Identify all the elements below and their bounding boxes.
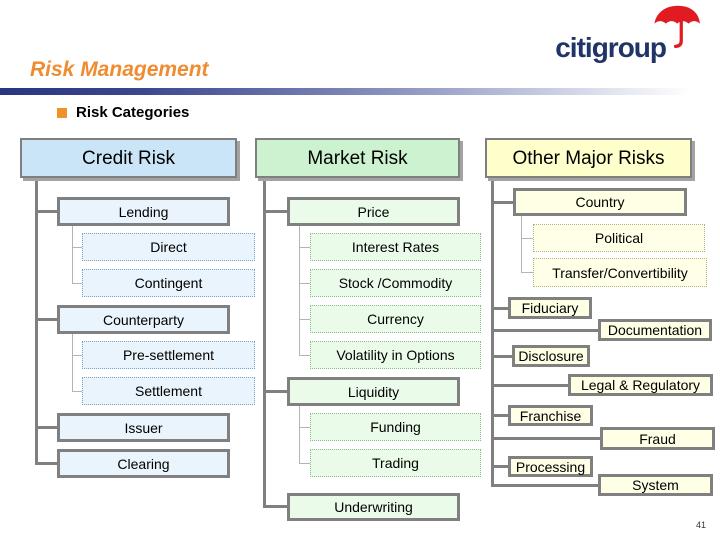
connector-line bbox=[491, 201, 514, 204]
node-legal-regulatory: Legal & Regulatory bbox=[568, 374, 713, 396]
connector-line bbox=[299, 427, 312, 428]
connector-line bbox=[35, 178, 38, 465]
node-direct: Direct bbox=[82, 233, 255, 261]
connector-line bbox=[35, 426, 60, 429]
connector-line bbox=[491, 465, 510, 468]
orange-square-bullet-icon bbox=[57, 107, 67, 118]
node-lending: Lending bbox=[57, 197, 230, 226]
connector-line bbox=[299, 355, 312, 356]
node-price: Price bbox=[287, 197, 460, 226]
connector-line bbox=[72, 226, 73, 284]
connector-line bbox=[491, 355, 514, 358]
connector-line bbox=[299, 247, 312, 248]
connector-line bbox=[521, 272, 534, 273]
node-fiduciary: Fiduciary bbox=[508, 297, 592, 319]
node-fraud: Fraud bbox=[600, 427, 715, 450]
connector-line bbox=[521, 238, 534, 239]
connector-line bbox=[299, 319, 312, 320]
connector-line bbox=[491, 437, 602, 440]
node-transfer-convertibility: Transfer/Convertibility bbox=[533, 258, 707, 287]
connector-line bbox=[299, 463, 312, 464]
node-pre-settlement: Pre-settlement bbox=[82, 341, 255, 369]
node-processing: Processing bbox=[508, 456, 593, 477]
connector-line bbox=[263, 390, 289, 393]
connector-line bbox=[263, 178, 266, 508]
page-title: Risk Management bbox=[30, 58, 209, 81]
node-contingent: Contingent bbox=[82, 269, 255, 297]
node-disclosure: Disclosure bbox=[512, 345, 590, 367]
header-other-major-risks: Other Major Risks bbox=[485, 138, 692, 178]
node-currency: Currency bbox=[310, 305, 481, 333]
connector-line bbox=[35, 318, 60, 321]
connector-line bbox=[35, 462, 60, 465]
node-underwriting: Underwriting bbox=[287, 493, 460, 521]
node-system: System bbox=[598, 474, 713, 496]
node-settlement: Settlement bbox=[82, 377, 255, 405]
connector-line bbox=[491, 484, 600, 487]
connector-line bbox=[35, 210, 60, 213]
node-counterparty: Counterparty bbox=[57, 305, 230, 334]
connector-line bbox=[72, 334, 73, 392]
connector-line bbox=[491, 384, 570, 387]
node-documentation: Documentation bbox=[598, 319, 712, 341]
node-franchise: Franchise bbox=[508, 405, 593, 426]
node-political: Political bbox=[533, 224, 705, 252]
citigroup-wordmark: citigroup bbox=[555, 32, 667, 63]
node-issuer: Issuer bbox=[57, 413, 230, 442]
connector-line bbox=[263, 505, 289, 508]
citigroup-logo: citigroup bbox=[555, 5, 704, 63]
node-stock-commodity: Stock /Commodity bbox=[310, 269, 481, 297]
connector-line bbox=[491, 180, 494, 487]
connector-line bbox=[72, 355, 84, 356]
node-clearing: Clearing bbox=[57, 449, 230, 478]
header-credit-risk: Credit Risk bbox=[20, 138, 237, 178]
connector-line bbox=[299, 225, 300, 356]
node-liquidity: Liquidity bbox=[287, 377, 460, 406]
node-trading: Trading bbox=[310, 449, 481, 477]
divider-bar bbox=[0, 88, 720, 95]
connector-line bbox=[521, 216, 522, 273]
connector-line bbox=[263, 210, 289, 213]
connector-line bbox=[491, 414, 510, 417]
header-market-risk: Market Risk bbox=[255, 138, 460, 178]
connector-line bbox=[491, 329, 600, 332]
connector-line bbox=[72, 391, 84, 392]
page-number: 41 bbox=[696, 520, 707, 530]
node-interest-rates: Interest Rates bbox=[310, 233, 481, 261]
connector-line bbox=[299, 405, 300, 464]
node-volatility-in-options: Volatility in Options bbox=[310, 341, 481, 369]
section-label: Risk Categories bbox=[76, 104, 190, 121]
red-umbrella-icon bbox=[654, 5, 700, 48]
connector-line bbox=[491, 307, 510, 310]
connector-line bbox=[72, 283, 84, 284]
node-country: Country bbox=[513, 188, 687, 216]
node-funding: Funding bbox=[310, 413, 481, 441]
connector-line bbox=[72, 247, 84, 248]
section-heading: Risk Categories bbox=[57, 104, 189, 121]
connector-line bbox=[299, 283, 312, 284]
